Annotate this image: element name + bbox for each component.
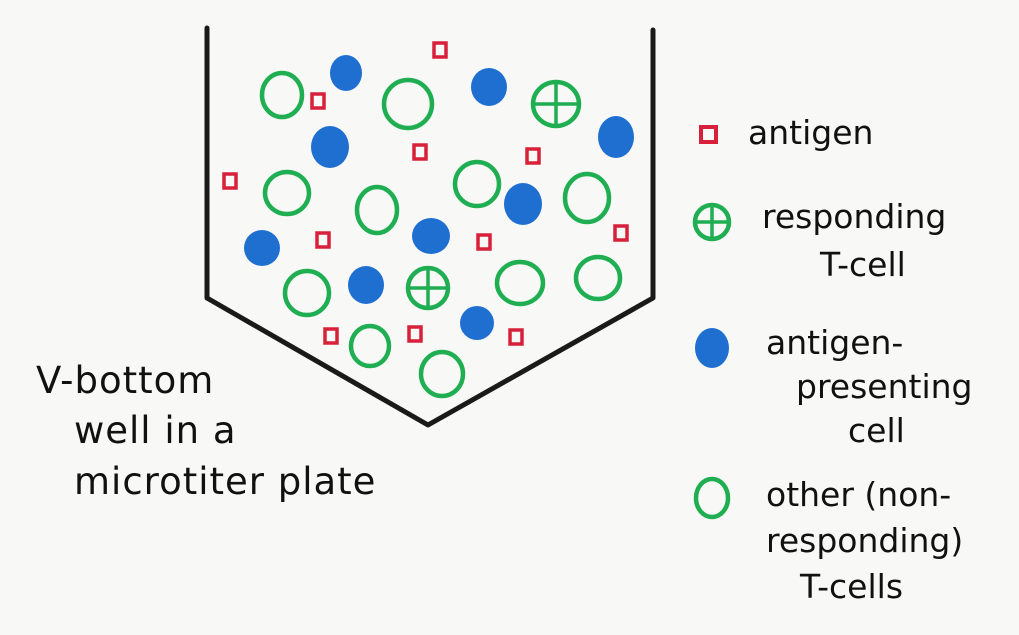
antigen-presenting-cell	[244, 230, 280, 266]
responding-t-cell-icon	[692, 202, 732, 242]
antigen-marker	[407, 325, 423, 343]
antigen-marker	[525, 147, 541, 165]
other-t-cell	[262, 169, 312, 217]
antigen-marker	[323, 327, 339, 345]
legend-other-label-3: T-cells	[800, 567, 904, 606]
antigen-presenting-cell	[311, 126, 349, 168]
well-label-line-1: V-bottom	[36, 359, 215, 402]
antigen-presenting-cell	[412, 218, 450, 254]
legend-responding-label-1: responding	[762, 197, 947, 236]
antigen-marker	[432, 41, 448, 59]
legend-apc-label-3: cell	[848, 411, 905, 450]
antigen-presenting-cell	[348, 266, 384, 304]
legend-responding-label-2: T-cell	[820, 245, 906, 284]
antigen-marker	[310, 92, 326, 110]
antigen-square-icon	[699, 125, 718, 144]
antigen-presenting-cell	[504, 183, 542, 225]
other-t-cell	[259, 70, 305, 120]
antigen-marker	[222, 172, 238, 190]
well-label-line-2: well in a	[74, 409, 237, 452]
other-t-cell	[562, 171, 612, 225]
antigen-marker	[412, 143, 428, 161]
well-outline	[204, 25, 656, 428]
legend-other-label-1: other (non-	[766, 475, 952, 514]
legend-apc-label-1: antigen-	[766, 323, 904, 362]
legend-apc-label-2: presenting	[796, 367, 973, 406]
antigen-presenting-cell	[460, 306, 494, 340]
antigen-presenting-cell	[471, 68, 507, 106]
responding-t-cell	[405, 265, 451, 311]
other-t-cell	[452, 159, 502, 209]
legend-antigen-label: antigen	[748, 113, 874, 152]
other-t-cell	[354, 184, 400, 236]
antigen-presenting-cell	[598, 116, 634, 158]
other-t-cell	[381, 77, 435, 131]
antigen-presenting-cell	[330, 55, 362, 91]
well-label-line-3: microtiter plate	[74, 460, 377, 503]
other-t-cell	[348, 323, 392, 369]
responding-t-cell	[530, 79, 582, 129]
antigen-marker	[508, 328, 524, 346]
other-t-cell	[573, 254, 623, 302]
other-t-cell-icon	[693, 476, 731, 520]
other-t-cell	[494, 259, 546, 307]
antigen-presenting-cell-icon	[695, 328, 729, 368]
antigen-marker	[476, 233, 492, 251]
antigen-marker	[315, 231, 331, 249]
other-t-cell	[282, 268, 332, 318]
other-t-cell	[418, 349, 466, 399]
antigen-marker	[613, 224, 629, 242]
legend-other-label-2: responding)	[766, 521, 964, 560]
